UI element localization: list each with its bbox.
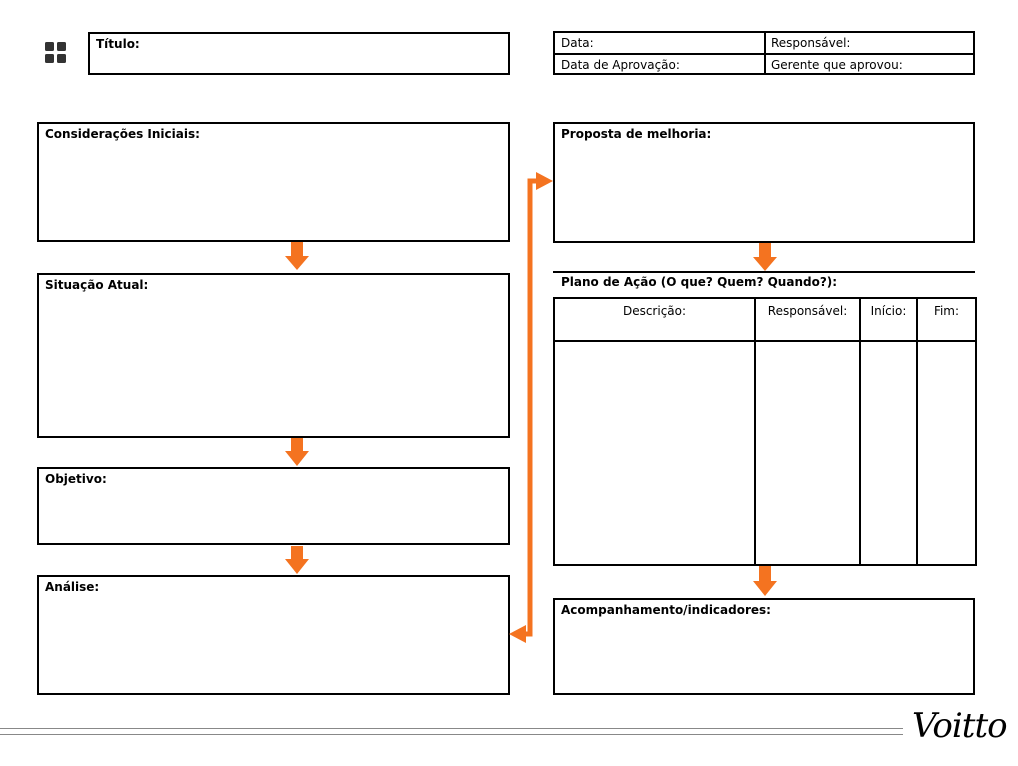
arrow-down-icon — [753, 566, 777, 596]
arrow-down-icon — [753, 243, 777, 271]
column-header-description: Descrição: — [622, 304, 687, 318]
arrow-down-icon — [285, 242, 309, 270]
current-situation-box[interactable]: Situação Atual: — [37, 273, 510, 438]
column-header-end: Fim: — [933, 304, 960, 318]
action-plan-col-divider-3 — [916, 297, 918, 566]
title-box[interactable]: Título: — [88, 32, 510, 75]
action-plan-col-divider-1 — [754, 297, 756, 566]
column-header-start: Início: — [870, 304, 907, 318]
approval-date-field[interactable]: Data de Aprovação: — [561, 58, 680, 72]
action-plan-table[interactable] — [553, 297, 977, 566]
initial-considerations-box[interactable]: Considerações Iniciais: — [37, 122, 510, 242]
improvement-proposal-box[interactable]: Proposta de melhoria: — [553, 122, 975, 243]
responsible-field[interactable]: Responsável: — [771, 36, 851, 50]
date-field[interactable]: Data: — [561, 36, 594, 50]
current-situation-label: Situação Atual: — [45, 278, 149, 292]
approving-manager-field[interactable]: Gerente que aprovou: — [771, 58, 903, 72]
meta-col-divider — [764, 33, 766, 73]
arrow-down-icon — [285, 438, 309, 466]
footer-rule-bottom — [0, 734, 903, 735]
action-plan-header-rule — [553, 340, 977, 342]
objective-box[interactable]: Objetivo: — [37, 467, 510, 545]
meta-table: Data: Responsável: Data de Aprovação: Ge… — [553, 31, 975, 75]
voitto-logo: Voitto — [912, 706, 1008, 746]
action-plan-top-rule — [553, 271, 975, 273]
title-label: Título: — [96, 37, 140, 51]
action-plan-title: Plano de Ação (O que? Quem? Quando?): — [561, 275, 838, 289]
analysis-label: Análise: — [45, 580, 100, 594]
arrow-down-icon — [285, 546, 309, 574]
footer-rule-top — [0, 728, 903, 729]
connector-bracket-icon — [509, 172, 553, 643]
objective-label: Objetivo: — [45, 472, 107, 486]
initial-considerations-label: Considerações Iniciais: — [45, 127, 200, 141]
monitoring-box[interactable]: Acompanhamento/indicadores: — [553, 598, 975, 695]
monitoring-label: Acompanhamento/indicadores: — [561, 603, 771, 617]
column-header-responsible: Responsável: — [767, 304, 848, 318]
action-plan-col-divider-2 — [859, 297, 861, 566]
improvement-proposal-label: Proposta de melhoria: — [561, 127, 712, 141]
analysis-box[interactable]: Análise: — [37, 575, 510, 695]
